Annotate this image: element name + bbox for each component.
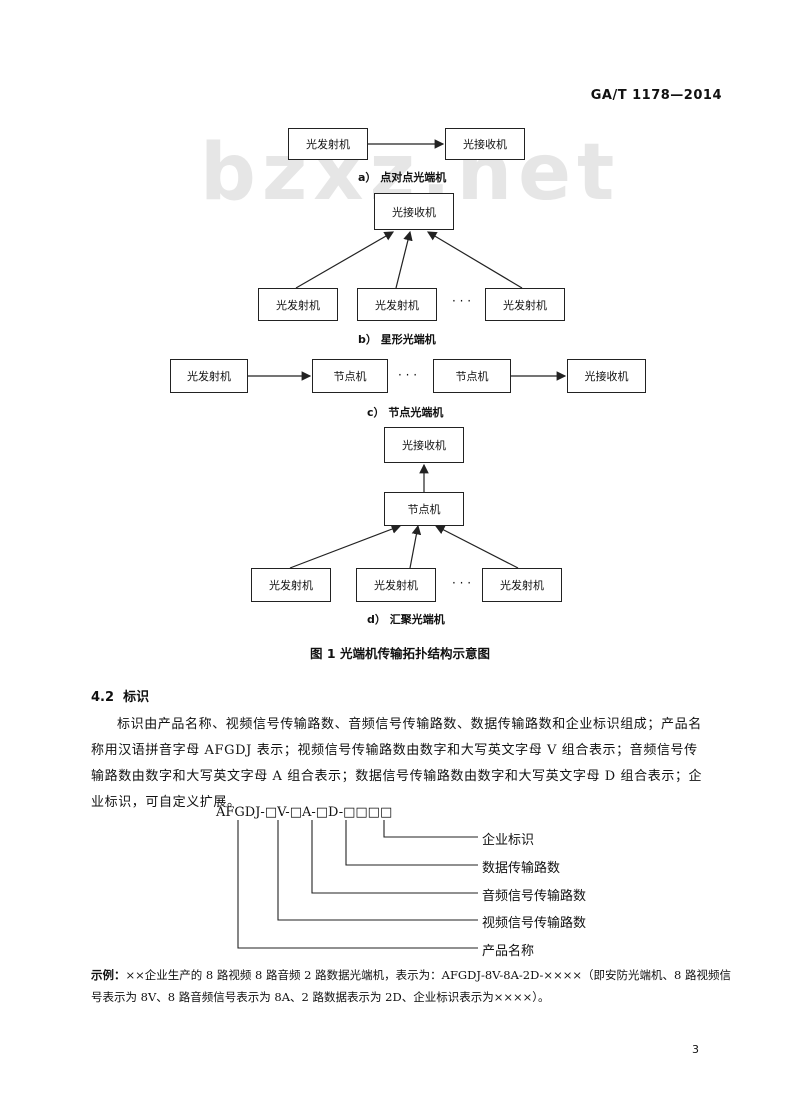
label-product: 产品名称 <box>482 944 535 959</box>
caption-c: c） 节点光端机 <box>367 406 444 419</box>
rx-box: 光接收机 <box>445 128 525 160</box>
rx-box: 光接收机 <box>384 427 464 463</box>
section-title: 标识 <box>123 690 150 705</box>
tx-box: 光发射机 <box>356 568 436 602</box>
page-number: 3 <box>692 1043 699 1056</box>
arrow-d3 <box>434 525 519 569</box>
label-data: 数据传输路数 <box>482 861 561 876</box>
arrow-d1 <box>289 524 402 569</box>
tx-box: 光发射机 <box>482 568 562 602</box>
example-text: ××企业生产的 8 路视频 8 路音频 2 路数据光端机，表示为：AFGDJ-8… <box>91 968 731 1004</box>
tx-box: 光发射机 <box>288 128 368 160</box>
caption-a: a） 点对点光端机 <box>358 171 447 184</box>
node-box: 节点机 <box>384 492 464 526</box>
arrow-b3 <box>426 231 523 289</box>
tx-box: 光发射机 <box>357 288 437 321</box>
label-video: 视频信号传输路数 <box>482 916 587 931</box>
section-number: 4.2 <box>91 690 115 705</box>
caption-b: b） 星形光端机 <box>358 333 436 346</box>
document-number: GA/T 1178—2014 <box>590 88 722 103</box>
arrow-b2 <box>395 230 413 289</box>
caption-d: d） 汇聚光端机 <box>367 613 445 626</box>
ellipsis: · · · <box>452 294 472 308</box>
arrow-b1 <box>295 231 395 289</box>
ellipsis: · · · <box>452 576 472 590</box>
code-format: AFGDJ-□V-□A-□D-□□□□ <box>216 805 393 820</box>
label-audio: 音频信号传输路数 <box>482 889 587 904</box>
tx-box: 光发射机 <box>258 288 338 321</box>
tx-box: 光发射机 <box>485 288 565 321</box>
label-enterprise: 企业标识 <box>482 833 535 848</box>
section-heading: 4.2 标识 <box>91 686 149 705</box>
example-note: 示例：××企业生产的 8 路视频 8 路音频 2 路数据光端机，表示为：AFGD… <box>91 964 731 1008</box>
node-box: 节点机 <box>312 359 388 393</box>
body-paragraph: 标识由产品名称、视频信号传输路数、音频信号传输路数、数据传输路数和企业标识组成；… <box>91 717 703 810</box>
code-bracket-lines <box>237 820 478 949</box>
tx-box: 光发射机 <box>170 359 248 393</box>
node-box: 节点机 <box>433 359 511 393</box>
example-label: 示例： <box>91 968 126 982</box>
rx-box: 光接收机 <box>374 193 454 230</box>
tx-box: 光发射机 <box>251 568 331 602</box>
ellipsis: · · · <box>398 368 418 382</box>
rx-box: 光接收机 <box>567 359 646 393</box>
arrow-d2 <box>409 524 422 569</box>
figure-title: 图 1 光端机传输拓扑结构示意图 <box>310 646 490 661</box>
